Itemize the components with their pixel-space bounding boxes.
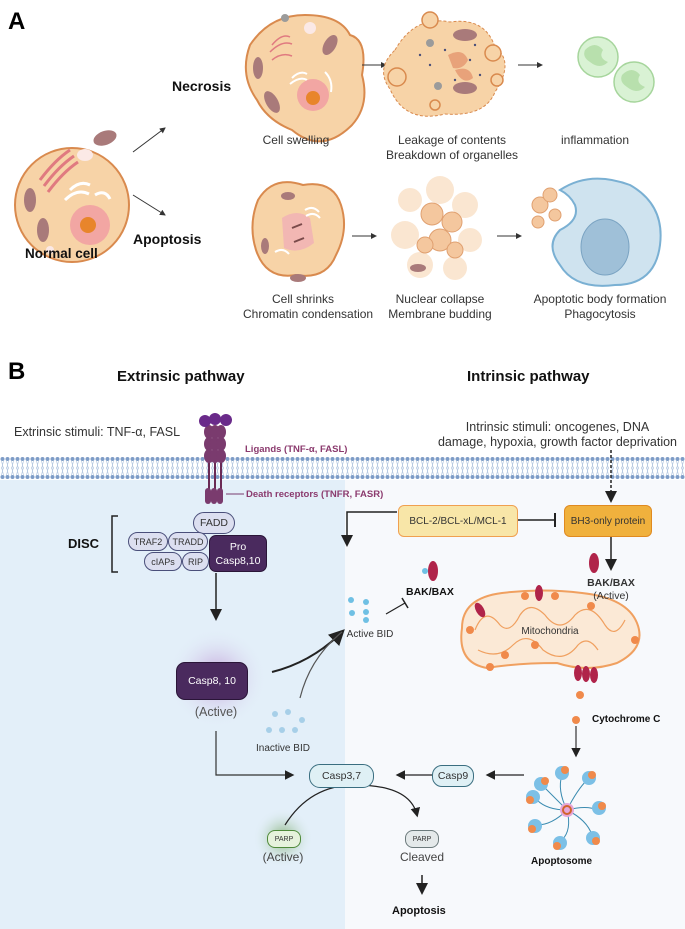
extrinsic-stimuli-text: Extrinsic stimuli: TNF-α, FASL [14, 425, 181, 439]
casp8-10-node: Casp8, 10 [176, 662, 248, 700]
apoptosis-step-3-caption: Apoptotic body formation Phagocytosis [533, 292, 667, 321]
pro-casp8-10-node: Pro Casp8,10 [209, 535, 267, 572]
necrosis-title: Necrosis [172, 78, 232, 94]
cytochrome-c-dot [572, 716, 580, 724]
budding-cell-icon [391, 176, 482, 280]
tradd-node: TRADD [168, 532, 208, 551]
intrinsic-region-background [345, 480, 685, 929]
casp9-node: Casp9 [432, 765, 474, 787]
inactive-bid-dots [266, 709, 305, 733]
intrinsic-pathway-title: Intrinsic pathway [467, 368, 590, 385]
necrosis-step-3-caption: inflammation [560, 133, 630, 147]
death-receptor-ligand-icon [199, 413, 244, 504]
traf2-node: TRAF2 [128, 532, 168, 551]
bh3-only-protein-node: BH3-only protein [564, 505, 652, 537]
shrinking-cell-icon [251, 181, 346, 282]
fadd-node: FADD [193, 512, 235, 534]
disc-label: DISC [68, 536, 100, 551]
normal-cell-icon [14, 130, 130, 263]
extrinsic-pathway-title: Extrinsic pathway [117, 368, 245, 385]
normal-cell-label: Normal cell [25, 246, 98, 261]
apoptosis-step-2-caption: Nuclear collapse Membrane budding [388, 292, 492, 321]
active-bid-label: Active BID [346, 629, 394, 640]
cytochrome-c-label: Cytochrome C [592, 714, 661, 725]
mitochondria-icon [460, 585, 641, 683]
rip-node: RIP [182, 552, 209, 571]
arrow-to-apoptosis [132, 194, 166, 216]
casp8-10-state: (Active) [194, 705, 238, 719]
ligands-label: Ligands (TNF-α, FASL) [245, 444, 348, 455]
bak-bax-icon [428, 561, 438, 581]
cytochrome-c-released-dot [576, 691, 584, 699]
ciaps-node: cIAPs [144, 552, 182, 571]
apoptosis-title: Apoptosis [133, 231, 202, 247]
parp-active-state: (Active) [262, 850, 304, 864]
casp3-7-node: Casp3,7 [309, 764, 374, 788]
cell-membrane [0, 456, 685, 480]
disc-bracket [111, 515, 118, 573]
apoptosis-outcome-label: Apoptosis [392, 905, 446, 917]
bak-bax-label: BAK/BAX [406, 586, 454, 598]
intrinsic-stimuli-text: Intrinsic stimuli: oncogenes, DNA damage… [437, 420, 678, 449]
bcl2-family-node: BCL-2/BCL-xL/MCL-1 [398, 505, 518, 537]
death-receptors-label: Death receptors (TNFR, FASR) [246, 489, 384, 500]
inflammatory-cells-icon [577, 36, 655, 103]
parp-cleaved-node: PARP [405, 830, 439, 848]
bak-bax-active-icon [589, 553, 599, 573]
mitochondria-label: Mitochondria [521, 626, 579, 637]
apoptosome-label: Apoptosome [531, 856, 593, 867]
apoptosome-icon [526, 766, 606, 850]
swollen-cell-icon [244, 13, 366, 143]
active-bid-dots [348, 597, 369, 623]
panel-a-label: A [8, 8, 26, 35]
panel-b-label: B [8, 358, 26, 385]
panel-a-illustrations [14, 11, 662, 287]
inactive-bid-label: Inactive BID [256, 743, 310, 754]
necrosis-step-2-caption: Leakage of contents Breakdown of organel… [385, 133, 519, 162]
phagocyte-icon [531, 177, 662, 287]
necrosis-step-1-caption: Cell swelling [262, 133, 330, 147]
parp-active-node: PARP [267, 830, 301, 848]
apoptosis-step-1-caption: Cell shrinks Chromatin condensation [243, 292, 374, 321]
arrow-to-necrosis [132, 127, 166, 153]
bak-bax-active-label: BAK/BAX (Active) [587, 577, 635, 602]
necrotic-cell-icon [383, 11, 506, 117]
parp-cleaved-state: Cleaved [399, 850, 445, 864]
